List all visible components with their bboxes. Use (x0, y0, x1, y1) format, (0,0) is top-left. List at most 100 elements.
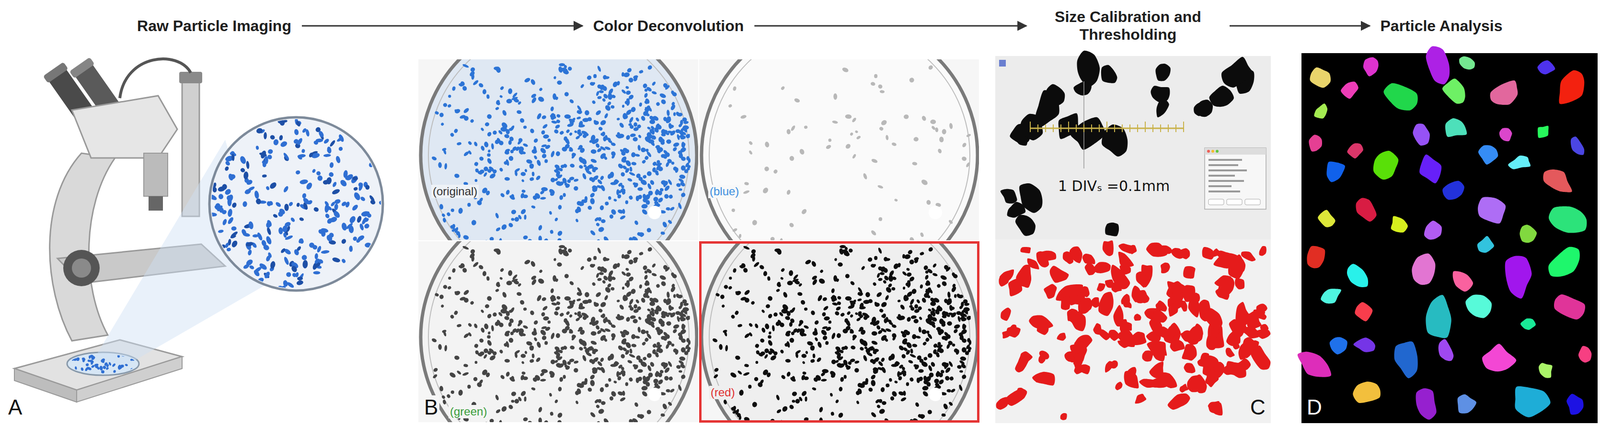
particle (517, 396, 523, 403)
particle (610, 364, 618, 368)
particle (632, 74, 639, 80)
particle (520, 361, 525, 366)
glare-spot (647, 388, 662, 402)
particle (595, 404, 601, 410)
particle (599, 145, 607, 152)
particle (607, 378, 612, 383)
particle (961, 142, 968, 149)
particle (656, 342, 660, 347)
particle (820, 379, 828, 382)
particle (877, 83, 884, 90)
particle (638, 358, 644, 364)
particle (471, 219, 477, 227)
particle (925, 199, 932, 206)
particle (925, 279, 932, 287)
particle (317, 175, 323, 182)
particle (937, 148, 943, 154)
particle (539, 329, 548, 337)
particle (541, 144, 547, 149)
particle (537, 224, 543, 231)
particle (674, 349, 680, 356)
particle (485, 190, 491, 197)
particle (681, 141, 686, 149)
particle (486, 339, 493, 347)
particle (926, 333, 933, 340)
particle (561, 146, 568, 152)
particle (735, 290, 742, 297)
particle (817, 294, 824, 303)
particle (226, 216, 235, 226)
particle (468, 252, 476, 260)
particle (627, 93, 635, 101)
particle (833, 93, 838, 101)
particle (520, 354, 526, 359)
particle (565, 128, 571, 134)
particle (247, 249, 253, 257)
particle (504, 148, 511, 153)
particle (651, 272, 657, 277)
particle (482, 421, 489, 423)
particle (531, 172, 535, 177)
particle (595, 291, 602, 299)
particle (616, 299, 621, 303)
particle (908, 76, 916, 84)
particle (663, 193, 670, 200)
particle (536, 294, 543, 303)
particle (442, 399, 447, 405)
particle (499, 192, 506, 199)
particle (675, 111, 681, 117)
particle (659, 320, 666, 326)
particle-group (71, 354, 137, 376)
particle (665, 207, 671, 211)
particle (514, 349, 521, 356)
particle (508, 318, 515, 325)
particle (851, 117, 857, 124)
particle (610, 336, 616, 342)
particle (495, 99, 501, 106)
particle (679, 132, 685, 138)
particle (643, 92, 649, 99)
particle (503, 342, 509, 348)
particle (920, 297, 927, 304)
particle (524, 169, 528, 173)
particle (296, 280, 304, 287)
particle-group (712, 245, 973, 423)
illuminator-cap (179, 71, 203, 84)
particle (548, 188, 556, 196)
particle (290, 264, 299, 274)
particle (305, 181, 314, 191)
particle (506, 98, 513, 104)
particle (642, 264, 648, 271)
particle (297, 237, 304, 245)
particle (679, 181, 687, 188)
particle (633, 219, 640, 226)
particle (910, 306, 915, 311)
particle (556, 412, 564, 419)
particle (579, 265, 585, 271)
particle (571, 335, 576, 339)
particle (632, 256, 639, 262)
particle (831, 120, 839, 125)
particle (366, 213, 372, 219)
particle (284, 204, 289, 212)
particle (555, 296, 561, 301)
particle (571, 152, 577, 157)
particle (542, 316, 550, 322)
particle (500, 405, 508, 414)
particle (646, 64, 654, 71)
particle (253, 190, 260, 200)
particle (685, 134, 691, 139)
particle (568, 314, 573, 319)
particle (759, 338, 766, 345)
particle (617, 371, 622, 377)
particle (675, 293, 681, 300)
particle (574, 130, 578, 134)
particle (607, 92, 613, 101)
particle (679, 328, 687, 336)
particle (598, 90, 605, 94)
particle (568, 132, 573, 137)
particle (368, 161, 376, 169)
particle (911, 344, 918, 349)
particle (942, 129, 947, 135)
particle (965, 161, 971, 169)
